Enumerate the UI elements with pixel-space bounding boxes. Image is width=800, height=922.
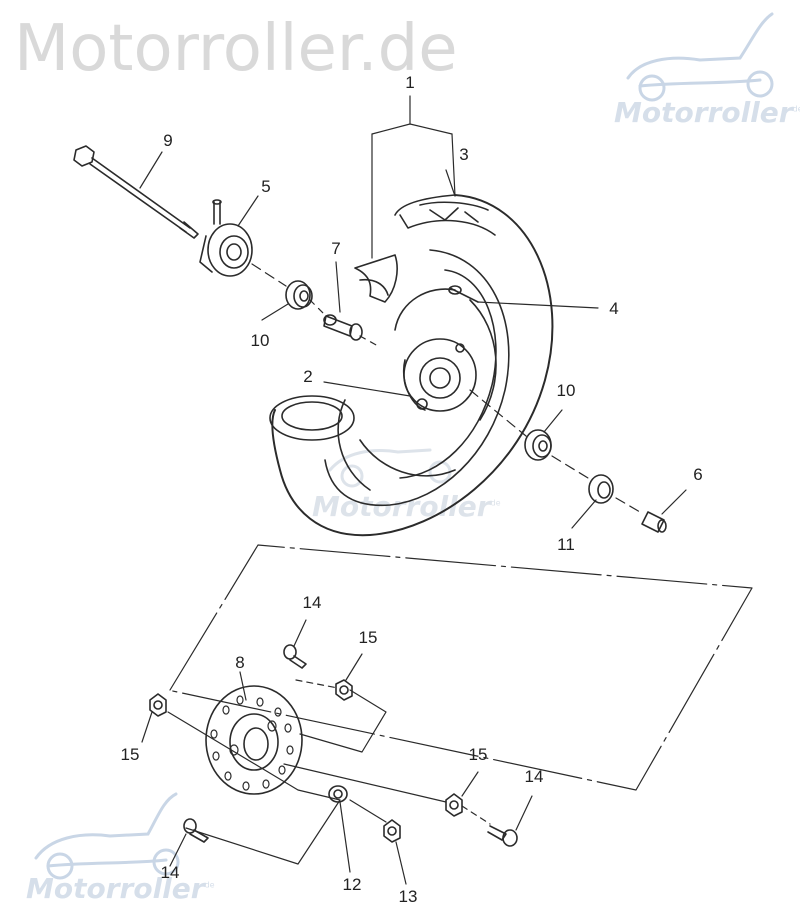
wheel-rim-and-tire [269, 194, 554, 537]
label-part-7: 7 [331, 239, 340, 258]
label-part-10-lower: 10 [557, 381, 576, 400]
spacer-7 [323, 314, 363, 341]
label-part-10-upper: 10 [251, 331, 270, 350]
label-part-3: 3 [459, 145, 468, 164]
label-part-11: 11 [557, 535, 575, 554]
nut-15-top [335, 679, 353, 701]
bolt-14-top [283, 644, 307, 669]
assembly-lines [167, 263, 753, 865]
nut-15-left [149, 693, 167, 717]
scooter-logo-icon-bottom-left [34, 792, 180, 880]
logo-watermark-top-right: Motorrollerde [614, 96, 800, 129]
part-number-labels: 1 2 3 4 5 6 7 8 9 10 10 11 12 13 14 14 1… [121, 73, 703, 906]
bearing-10-lower [524, 429, 552, 461]
label-part-15-left: 15 [121, 745, 140, 764]
label-part-2: 2 [303, 367, 312, 386]
leader-lines [139, 95, 687, 885]
label-part-5: 5 [261, 177, 270, 196]
label-part-1: 1 [405, 73, 414, 92]
nut-15-right [445, 793, 463, 817]
axle [73, 145, 199, 239]
nut-13 [383, 819, 401, 843]
tube-insert [354, 254, 398, 303]
label-part-14-top: 14 [303, 593, 322, 612]
scooter-logo-icon-top-right [626, 12, 774, 102]
label-part-15-right: 15 [469, 745, 488, 764]
brake-disc [205, 685, 303, 795]
label-part-6: 6 [693, 465, 702, 484]
label-part-15-top: 15 [359, 628, 378, 647]
valve [448, 285, 479, 303]
speedometer-drive [199, 199, 253, 277]
bearing-10-upper [285, 280, 313, 310]
label-part-4: 4 [609, 299, 618, 318]
seal-11 [588, 474, 614, 504]
label-part-8: 8 [235, 653, 244, 672]
spacer-6 [641, 511, 667, 533]
label-part-9: 9 [163, 131, 172, 150]
label-part-14-bottom-left: 14 [161, 863, 180, 882]
label-part-14-right: 14 [525, 767, 544, 786]
logo-watermark-center: Motorrollerde [312, 490, 501, 523]
washer-12 [328, 785, 348, 803]
label-part-13: 13 [399, 887, 418, 906]
bolt-14-bottom-left [183, 818, 209, 843]
scooter-logo-icon-center [328, 448, 452, 488]
bolt-14-bottom-right [487, 825, 518, 847]
site-watermark: Motorroller.de [14, 12, 458, 86]
label-part-12: 12 [343, 875, 362, 894]
